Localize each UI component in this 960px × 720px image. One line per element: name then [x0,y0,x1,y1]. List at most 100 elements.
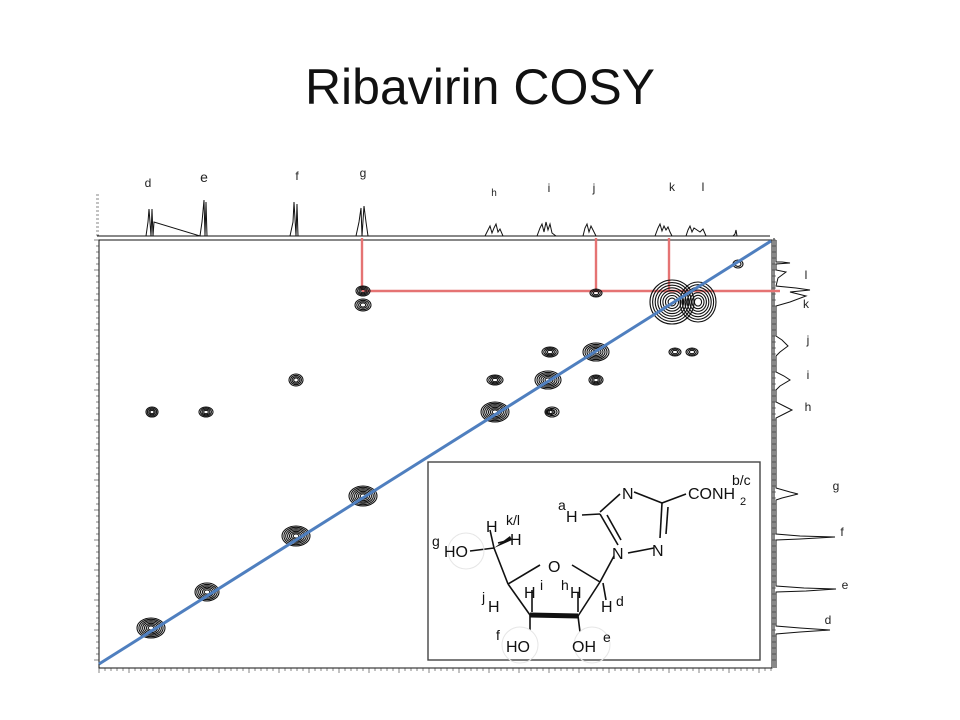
contour-ring [288,373,304,387]
contour-ring [534,370,562,390]
contour-ring [545,348,555,356]
contour-ring [148,408,156,416]
slide-title: Ribavirin COSY [304,59,656,115]
contour-peak [486,374,504,386]
contour-ring [285,528,307,544]
contour-ring [354,489,372,503]
contour-peak [545,408,555,416]
contour-ring [536,371,560,389]
contour-ring [546,407,558,417]
atom-H-h: H [570,585,582,602]
contour-ring [480,401,510,423]
contour-ring [355,285,371,297]
contour-ring [593,377,599,383]
atom-HO-5: HO [444,544,468,561]
contour-ring [681,284,715,320]
label-subscript-2: 2 [740,496,746,508]
top-peak-label-f: f [295,169,299,183]
contour-ring [671,349,679,355]
contour-ring [588,374,604,386]
contour-ring [679,281,717,323]
contour-ring [146,407,158,417]
label-conh: CONH [688,486,735,503]
side-peak-label-k: k [803,297,810,311]
atom-HO-2: HO [506,639,530,656]
contour-ring [360,288,366,294]
contour-ring [548,409,556,415]
label-j: j [481,589,485,605]
contour-peak [145,406,159,418]
top-peak-label-h: h [491,188,497,199]
contour-ring [200,407,212,417]
label-h: h [561,577,569,593]
contour-ring [652,282,692,322]
atom-H-j: H [488,599,500,616]
contour-ring [670,348,680,356]
contour-ring [691,294,705,310]
wedge-bond [494,536,512,548]
side-peak-label-d: d [825,613,832,627]
label-kl: k/l [506,512,520,528]
contour-ring [490,376,500,384]
contour-peak [668,347,682,357]
contour-peak [355,285,371,297]
contour-ring [687,348,697,356]
contour-ring [283,526,309,546]
contour-ring [689,292,707,312]
contour-ring [491,377,499,383]
crosspeak-connectors [360,238,780,293]
contour-ring [688,349,696,355]
contour-ring [582,342,610,362]
contour-ring [547,409,553,415]
side-peak-label-i: i [807,368,810,382]
structure-labels: b/c a H N N N CONH 2 k/l H H g HO O i h … [432,472,751,656]
structure-bonds [469,491,687,633]
atom-OH-3: OH [572,639,596,656]
contour-peak [136,617,166,639]
contour-ring [291,376,301,384]
label-d: d [616,593,624,609]
top-peak-label-d: d [145,176,152,190]
contour-peak [198,406,214,418]
side-peak-label-l: l [805,268,808,282]
contour-ring [662,292,682,312]
contour-ring [591,289,601,297]
contour-ring [659,289,685,315]
label-i: i [540,577,543,593]
contour-peak [544,406,560,418]
contour-ring [348,485,378,507]
top-peak-label-e: e [200,169,208,185]
contour-ring [355,490,371,502]
contour-ring [359,302,367,308]
top-frame-rect [99,190,772,240]
contour-ring [350,486,376,506]
contour-ring [198,406,214,418]
contour-peak [288,373,304,387]
atom-H-a: H [566,509,578,526]
contour-peak [588,374,604,386]
contour-peak [685,347,699,357]
label-f: f [496,627,500,643]
contour-ring [668,347,682,357]
atom-H-k: H [486,519,498,536]
contour-ring [136,617,166,639]
contour-ring [584,343,608,361]
contour-ring [358,287,368,295]
contour-ring [541,346,559,358]
top-peak-label-j: j [592,181,596,195]
contour-ring [544,406,560,418]
contour-ring [356,299,370,311]
contour-ring [657,287,687,317]
contour-ring [292,533,300,539]
bold-bond [529,612,579,619]
plot-frame [98,190,773,669]
ring-highlight-f [501,626,539,664]
ring-highlight-g [447,532,485,570]
contour-ring [196,583,218,601]
contour-ring [358,301,368,309]
contour-ring [543,347,557,357]
top-peak-label-l: l [702,180,705,194]
contour-ring [664,294,680,310]
contour-ring [588,346,604,358]
